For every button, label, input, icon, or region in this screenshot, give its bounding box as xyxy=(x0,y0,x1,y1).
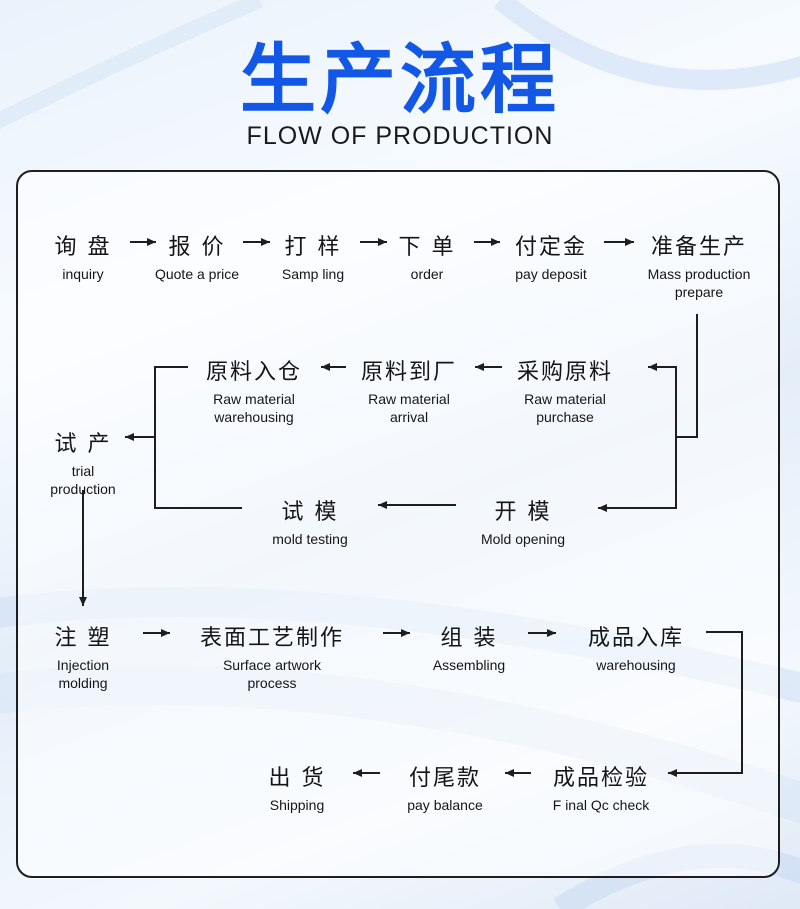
page-title: 生产流程 xyxy=(240,35,560,124)
step-sampling: 打 样 Samp ling xyxy=(268,229,358,283)
step-label-cn: 原料到厂 xyxy=(360,360,457,385)
step-injection: 注 塑 Injection molding xyxy=(38,620,128,692)
step-label-cn: 试 模 xyxy=(281,500,339,525)
step-label-en: Raw material warehousing xyxy=(213,391,295,425)
step-label-cn: 下 单 xyxy=(398,235,456,260)
step-mass-prep: 准备生产 Mass production prepare xyxy=(640,229,758,301)
step-label-cn: 成品检验 xyxy=(552,766,649,791)
step-quote: 报 价 Quote a price xyxy=(147,229,247,283)
step-inquiry: 询 盘 inquiry xyxy=(38,229,128,283)
step-label-en: Quote a price xyxy=(154,266,240,282)
step-label-en: pay deposit xyxy=(515,266,587,282)
step-deposit: 付定金 pay deposit xyxy=(500,229,602,283)
step-label-cn: 组 装 xyxy=(440,626,498,651)
step-label-cn: 成品入库 xyxy=(587,626,684,651)
step-label-cn: 出 货 xyxy=(268,766,326,791)
step-warehousing: 成品入库 warehousing xyxy=(578,620,694,674)
step-label-en: inquiry xyxy=(62,266,104,282)
step-balance: 付尾款 pay balance xyxy=(392,760,498,814)
step-label-cn: 表面工艺制作 xyxy=(199,626,344,651)
arrow-warehousing-finalqc xyxy=(668,631,743,777)
step-label-en: Samp ling xyxy=(281,266,345,282)
step-label-cn: 开 模 xyxy=(494,500,552,525)
step-label-en: Mold opening xyxy=(480,531,566,547)
step-trial: 试 产 trial production xyxy=(38,426,128,498)
step-final-qc: 成品检验 F inal Qc check xyxy=(538,760,664,814)
step-order: 下 单 order xyxy=(382,229,472,283)
step-surface: 表面工艺制作 Surface artwork process xyxy=(190,620,354,692)
step-label-cn: 试 产 xyxy=(54,432,112,457)
step-label-cn: 报 价 xyxy=(168,235,226,260)
connector-massprep-down xyxy=(676,314,698,438)
step-label-en: Injection molding xyxy=(56,657,110,691)
step-label-cn: 注 塑 xyxy=(54,626,112,651)
arrow-massprep-moldopening xyxy=(598,437,677,512)
step-mold-opening: 开 模 Mold opening xyxy=(470,494,576,548)
step-raw-arrival: 原料到厂 Raw material arrival xyxy=(354,354,464,426)
arrow-massprep-purchase xyxy=(648,363,677,437)
step-label-cn: 原料入仓 xyxy=(205,360,302,385)
step-raw-warehousing: 原料入仓 Raw material warehousing xyxy=(196,354,312,426)
step-label-cn: 采购原料 xyxy=(516,360,613,385)
step-label-cn: 打 样 xyxy=(284,235,342,260)
step-label-en: F inal Qc check xyxy=(552,797,650,813)
step-label-en: Surface artwork process xyxy=(222,657,322,691)
flow-panel xyxy=(16,170,780,878)
step-label-cn: 付定金 xyxy=(514,235,587,260)
step-label-en: warehousing xyxy=(596,657,676,673)
step-label-en: Raw material purchase xyxy=(524,391,606,425)
step-label-en: Assembling xyxy=(432,657,506,673)
step-label-cn: 付尾款 xyxy=(408,766,481,791)
step-label-en: trial production xyxy=(50,463,116,497)
page-subtitle: FLOW OF PRODUCTION xyxy=(246,122,554,150)
step-label-en: pay balance xyxy=(407,797,483,813)
step-label-cn: 准备生产 xyxy=(650,235,747,260)
step-assembling: 组 装 Assembling xyxy=(420,620,518,674)
step-label-en: order xyxy=(410,266,444,282)
step-label-en: Mass production prepare xyxy=(647,266,751,300)
step-mold-testing: 试 模 mold testing xyxy=(258,494,362,548)
step-label-cn: 询 盘 xyxy=(54,235,112,260)
step-label-en: mold testing xyxy=(272,531,348,547)
step-label-en: Shipping xyxy=(269,797,325,813)
step-label-en: Raw material arrival xyxy=(368,391,450,425)
step-shipping: 出 货 Shipping xyxy=(250,760,344,814)
step-raw-purchase: 采购原料 Raw material purchase xyxy=(510,354,620,426)
